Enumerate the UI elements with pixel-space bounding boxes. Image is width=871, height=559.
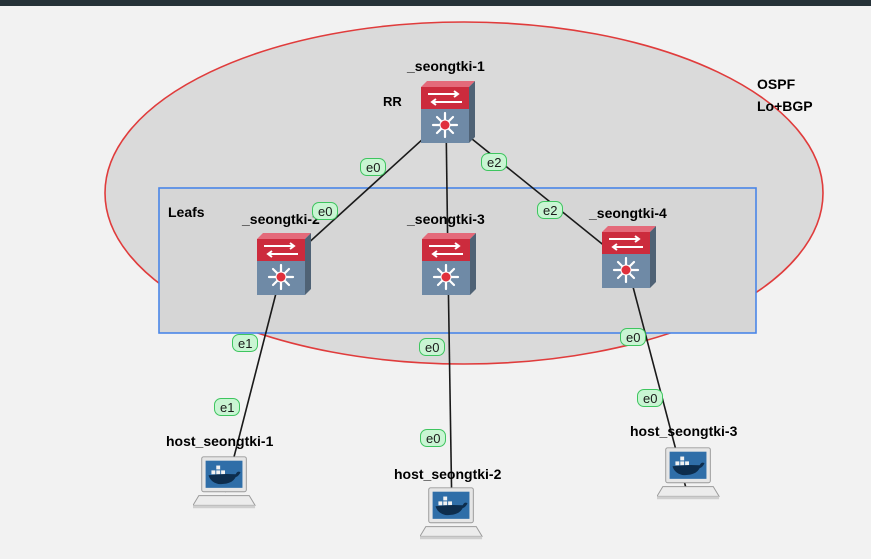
leaf2-device-label[interactable]: _seongtki-3 [407,211,485,227]
leafs-label: Leafs [168,204,205,220]
port-badge-leaf3-host3: e0 [620,328,647,346]
port-badge-host1-leaf1: e1 [214,398,241,416]
port-badge-host2-leaf2: e0 [420,429,447,447]
host3-pc-icon[interactable] [657,447,720,500]
port-badge-leaf2-host2: e0 [419,338,446,356]
leaf2-switch-icon[interactable] [422,233,476,297]
port-badge-leaf1-host1: e1 [232,334,259,352]
port-badge-leaf1-spine: e0 [312,202,339,220]
host1-label[interactable]: host_seongtki-1 [166,433,274,449]
link-leaf2-host2 [447,265,453,518]
port-badge-host3-leaf3: e0 [637,389,664,407]
lo-bgp-label: Lo+BGP [757,98,813,114]
leaf3-switch-icon[interactable] [602,226,656,290]
host1-pc-icon[interactable] [193,456,256,509]
top-bar [0,0,871,6]
host2-pc-icon[interactable] [420,487,483,540]
link-spine-leaf3 [445,117,628,265]
rr-label: RR [383,94,402,109]
ospf-label: OSPF [757,76,796,92]
leaf1-switch-icon[interactable] [257,233,311,297]
link-leaf1-host1 [224,265,284,493]
spine-device-label[interactable]: _seongtki-1 [407,58,485,74]
host2-label[interactable]: host_seongtki-2 [394,466,502,482]
spine-switch-icon[interactable] [421,81,475,145]
port-badge-leaf3-spine: e2 [537,201,564,219]
port-badge-spine-leaf3: e2 [481,153,508,171]
host3-label[interactable]: host_seongtki-3 [630,423,738,439]
port-badge-spine-leaf1: e0 [360,158,387,176]
leaf3-device-label[interactable]: _seongtki-4 [589,205,667,221]
leaf1-device-label[interactable]: _seongtki-2 [242,211,320,227]
